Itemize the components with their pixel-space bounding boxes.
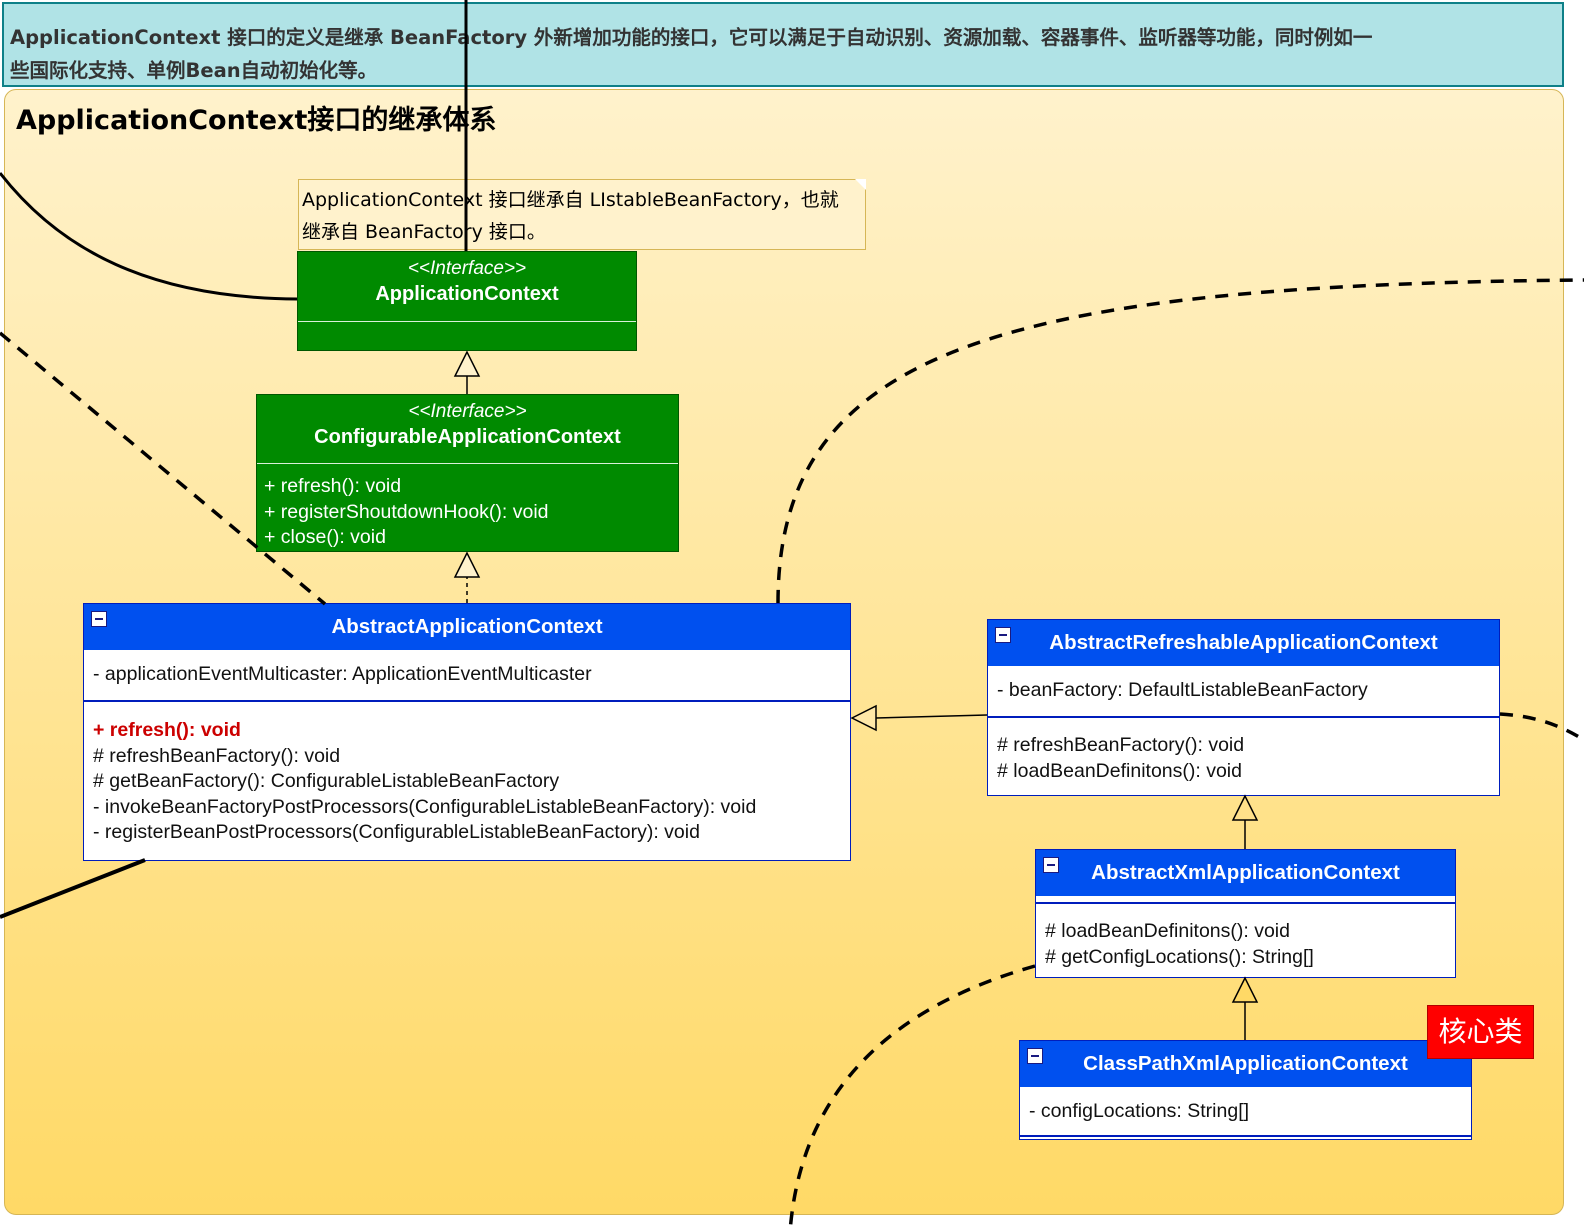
collapse-toggle-icon[interactable]	[91, 611, 107, 627]
collapse-toggle-icon[interactable]	[1043, 857, 1059, 873]
collapse-toggle-icon[interactable]	[1027, 1048, 1043, 1064]
interface-name: ApplicationContext	[375, 283, 559, 305]
generalization-arrowhead-icon	[453, 350, 481, 377]
class-header: AbstractRefreshableApplicationContext	[988, 620, 1499, 666]
class-name: AbstractXmlApplicationContext	[1091, 861, 1400, 884]
realization-arrowhead-icon	[453, 551, 481, 578]
method-item: # refreshBeanFactory(): void	[93, 744, 341, 767]
class-methods: # loadBeanDefinitons(): void # getConfig…	[1036, 904, 1455, 970]
note-line-2: 继承自 BeanFactory 接口。	[302, 221, 546, 243]
method-item: + refresh(): void	[264, 475, 402, 497]
application-context-interface[interactable]: <<Interface>> ApplicationContext	[297, 251, 637, 351]
abstract-application-context-class[interactable]: AbstractApplicationContext - application…	[83, 603, 851, 861]
note-fold-corner	[855, 179, 866, 190]
class-methods: # refreshBeanFactory(): void # loadBeanD…	[988, 718, 1499, 784]
interface-methods: + refresh(): void + registerShoutdownHoo…	[264, 474, 549, 551]
method-item: - invokeBeanFactoryPostProcessors(Config…	[93, 795, 757, 818]
method-item: + registerShoutdownHook(): void	[264, 500, 549, 523]
external-dashed-connector	[788, 964, 1036, 1232]
interface-divider	[257, 463, 678, 464]
abstract-refreshable-application-context-class[interactable]: AbstractRefreshableApplicationContext - …	[987, 619, 1500, 796]
interface-stereotype: <<Interface>>	[408, 401, 527, 422]
core-class-badge: 核心类	[1427, 1005, 1534, 1059]
banner-line-2: 些国际化支持、单例Bean自动初始化等。	[10, 59, 378, 82]
configurable-application-context-interface[interactable]: <<Interface>> ConfigurableApplicationCon…	[256, 394, 679, 552]
external-dashed-connector	[1499, 712, 1584, 742]
class-field: - applicationEventMulticaster: Applicati…	[93, 663, 592, 685]
class-divider	[1020, 1135, 1471, 1137]
method-item: # getConfigLocations(): String[]	[1045, 945, 1314, 968]
method-item: # getBeanFactory(): ConfigurableListable…	[93, 770, 560, 792]
class-divider	[1036, 902, 1455, 904]
method-item: # loadBeanDefinitons(): void	[1045, 920, 1290, 942]
note-line-1: ApplicationContext 接口继承自 LIstableBeanFac…	[302, 189, 839, 211]
interface-name: ConfigurableApplicationContext	[314, 426, 621, 448]
method-item-highlighted: + refresh(): void	[93, 719, 241, 741]
method-item: # refreshBeanFactory(): void	[997, 734, 1245, 756]
interface-divider	[298, 321, 636, 322]
class-field: - beanFactory: DefaultListableBeanFactor…	[997, 679, 1368, 701]
class-name: AbstractRefreshableApplicationContext	[1049, 631, 1438, 654]
collapse-toggle-icon[interactable]	[995, 627, 1011, 643]
class-name: ClassPathXmlApplicationContext	[1083, 1052, 1408, 1075]
inheritance-note: ApplicationContext 接口继承自 LIstableBeanFac…	[298, 179, 866, 250]
class-header: AbstractXmlApplicationContext	[1036, 850, 1455, 896]
generalization-arrowhead-icon	[1231, 976, 1259, 1003]
interface-stereotype: <<Interface>>	[407, 258, 527, 279]
class-name: AbstractApplicationContext	[331, 615, 603, 638]
class-divider	[988, 716, 1499, 718]
generalization-arrowhead-icon	[1231, 794, 1259, 821]
class-field: - configLocations: String[]	[1029, 1100, 1250, 1122]
description-banner: ApplicationContext 接口的定义是继承 BeanFactory …	[2, 2, 1564, 87]
container-title: ApplicationContext接口的继承体系	[16, 105, 497, 136]
class-path-xml-application-context-class[interactable]: ClassPathXmlApplicationContext - configL…	[1019, 1040, 1472, 1140]
abstract-xml-application-context-class[interactable]: AbstractXmlApplicationContext # loadBean…	[1035, 849, 1456, 978]
class-methods: + refresh(): void # refreshBeanFactory()…	[84, 702, 850, 846]
external-dashed-connector	[0, 331, 327, 606]
method-item: + close(): void	[264, 526, 386, 548]
method-item: - registerBeanPostProcessors(Configurabl…	[93, 821, 700, 843]
class-header: AbstractApplicationContext	[84, 604, 850, 650]
external-connector-line	[0, 858, 146, 919]
class-header: ClassPathXmlApplicationContext	[1020, 1041, 1471, 1087]
banner-line-1: ApplicationContext 接口的定义是继承 BeanFactory …	[10, 26, 1373, 49]
class-divider	[84, 700, 850, 702]
generalization-line	[875, 714, 988, 719]
generalization-arrowhead-icon	[850, 704, 877, 732]
external-dashed-connector	[776, 278, 1584, 604]
method-item: # loadBeanDefinitons(): void	[997, 759, 1242, 782]
external-connector-curve	[0, 172, 298, 301]
